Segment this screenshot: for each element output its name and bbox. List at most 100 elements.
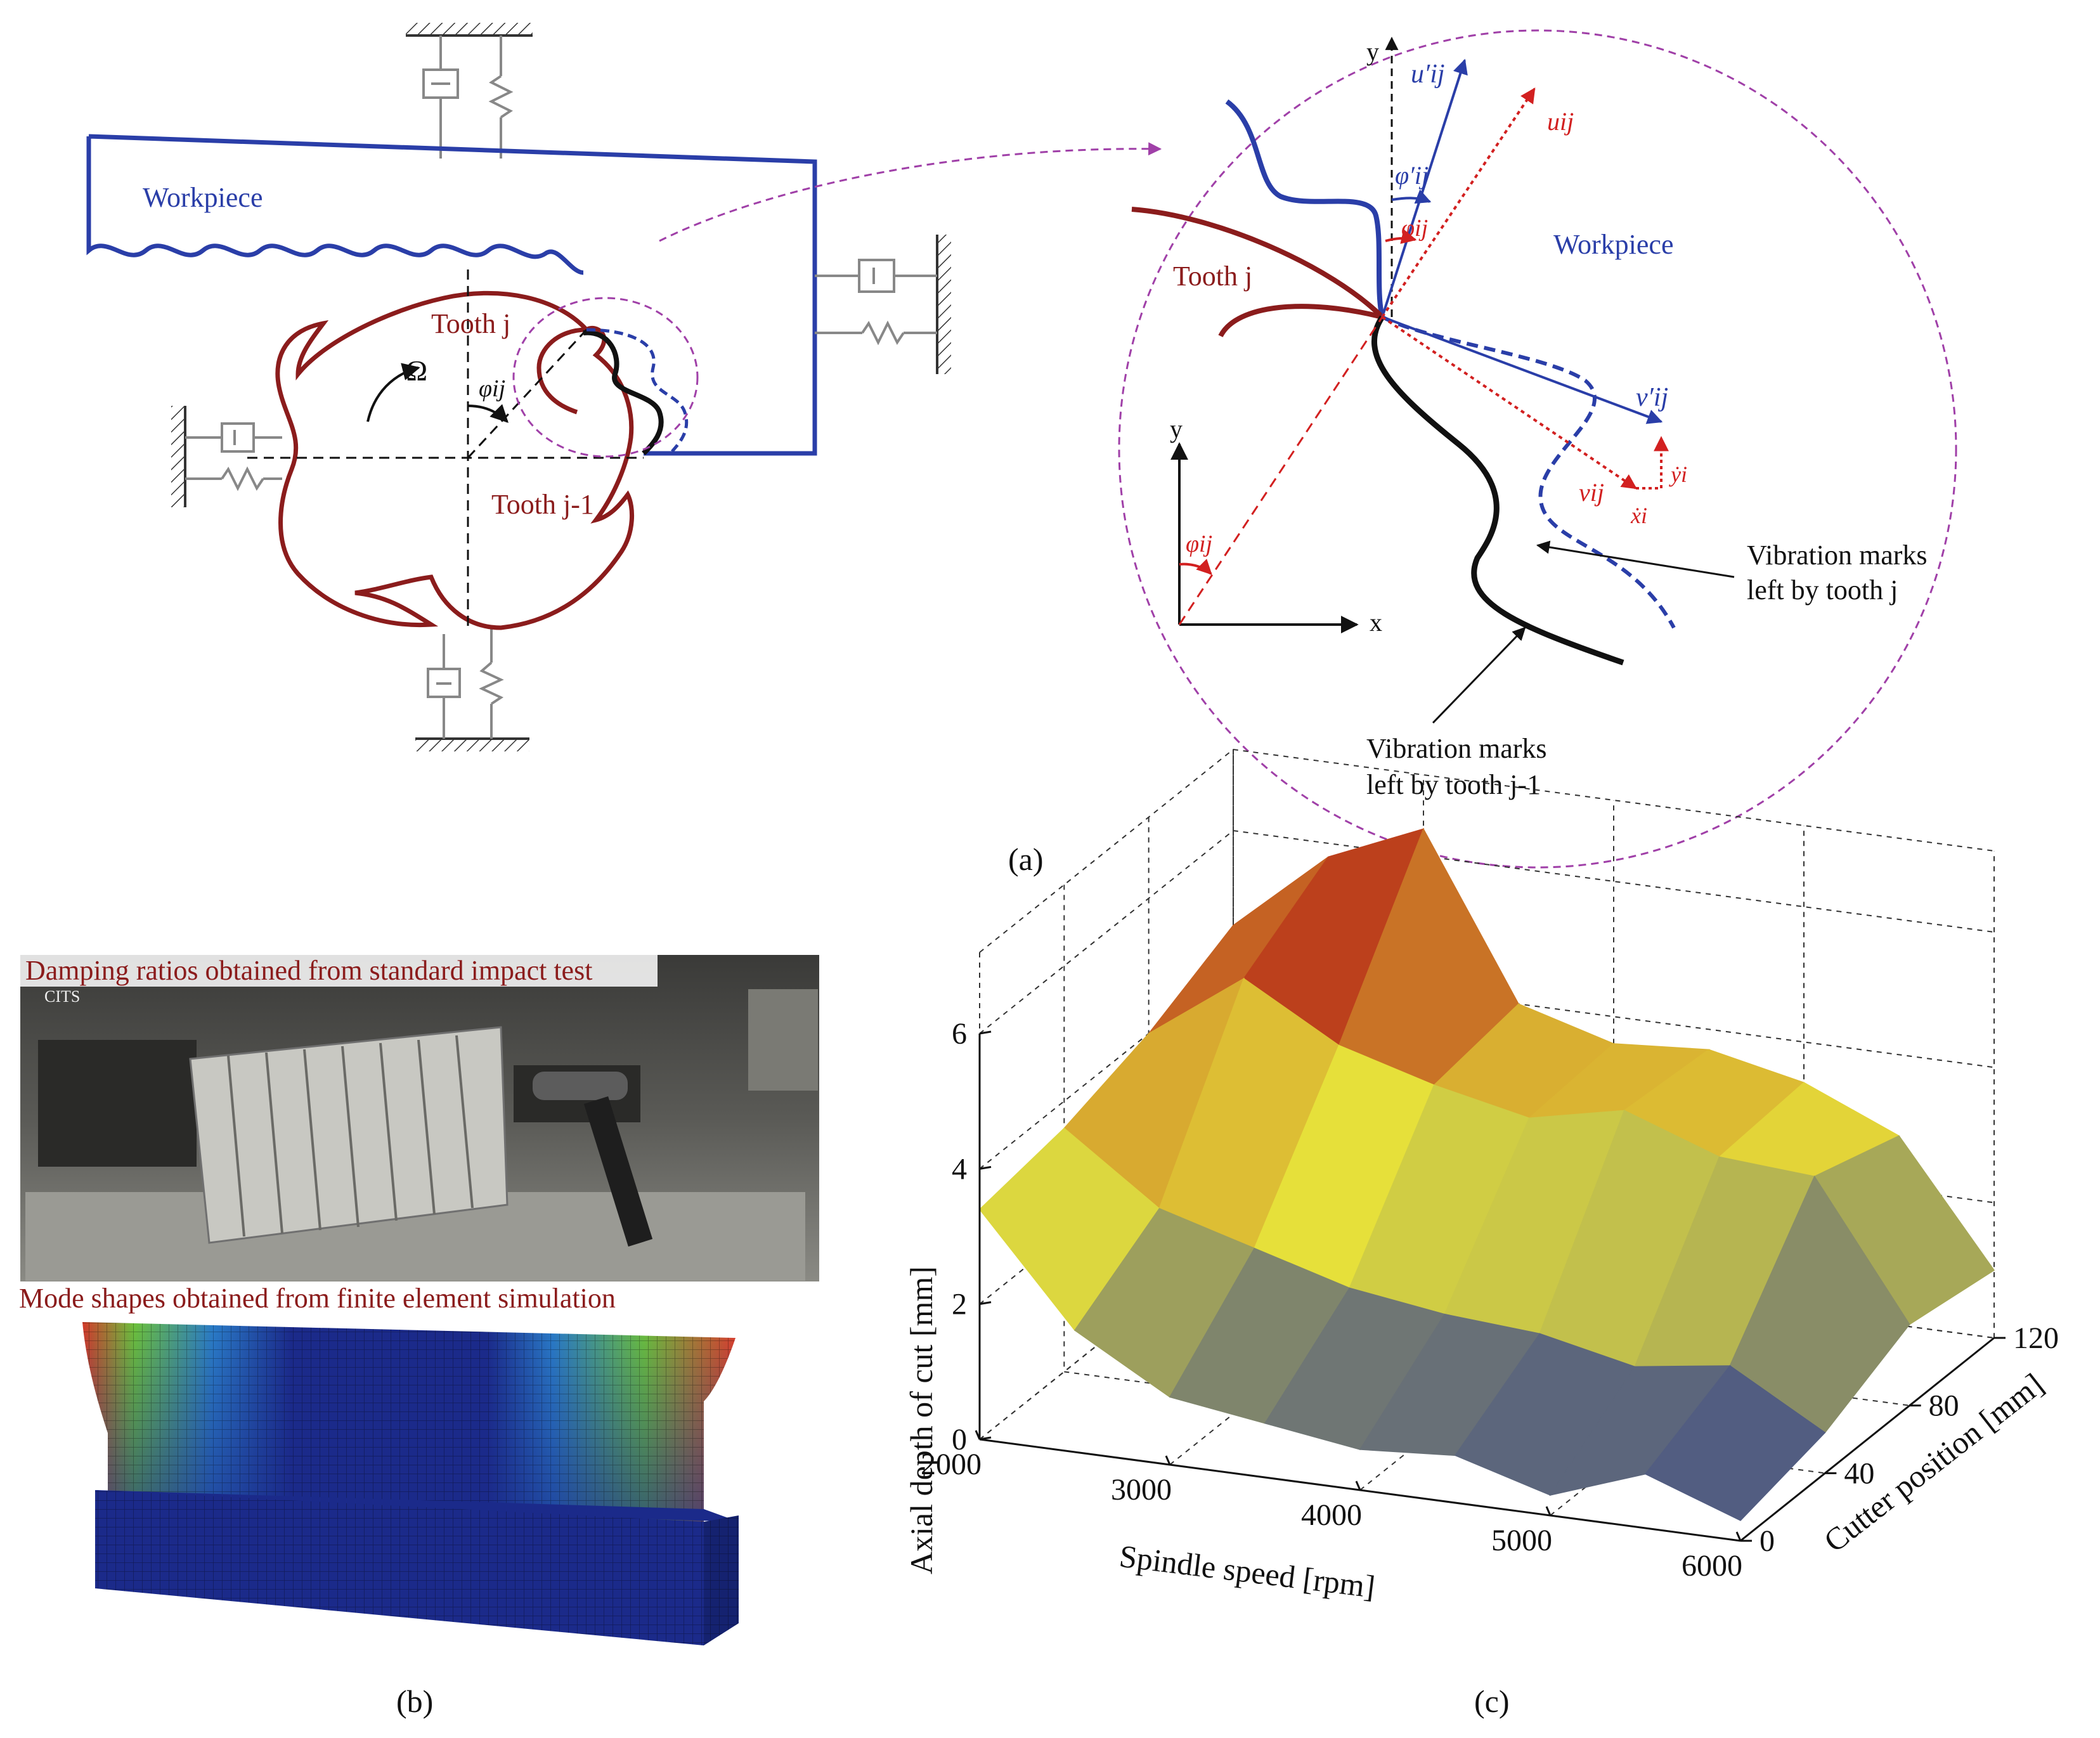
y-dot-label: ẏi [1669,462,1687,487]
photo-label: Damping ratios obtained from standard im… [25,955,592,986]
right-support [815,235,951,374]
caption-a: (a) [1008,841,1044,877]
x-tick-label: 2000 [921,1448,982,1481]
v-prime-label: v′ij [1636,383,1668,412]
x-tick-label: 4000 [1301,1498,1362,1532]
x-dot-label: ẋi [1630,503,1647,528]
y-tick-label: 40 [1844,1456,1874,1490]
note1-pointer [1536,540,1735,578]
note2-line1: Vibration marks [1366,733,1547,764]
bottom-support [415,628,529,751]
workpiece-outline [86,134,817,456]
phi-prime-label: φ′ij [1395,161,1429,190]
workpiece-label: Workpiece [143,182,262,213]
x-tick [1735,1531,1742,1541]
u-label: uij [1547,107,1574,136]
panel-a-zoom: y u′ij uij v′ij vij φ′ij φij ẋi ẏi Workp… [1118,29,1957,869]
z-tick [979,1030,992,1035]
phi-small-arc [1385,229,1417,244]
z-tick [979,1436,992,1441]
note2-pointer [1432,626,1526,724]
cutter-inner-tooth [536,327,587,415]
v-arrow [1381,316,1637,490]
photo-hammer-head [533,1072,628,1100]
z-tick [979,1165,992,1170]
surface-chart: 2000 3000 4000 5000 6000 0 40 80 120 0 2 4 6 [921,748,2059,1583]
x-tick [1355,1481,1361,1491]
surface-patch [1644,1365,1826,1521]
x-axis-label: Spindle speed [rpm] [1117,1538,1377,1605]
fea-model [82,1322,739,1645]
marks-tooth-j-1 [583,330,664,455]
zoom-axis-x-label: x [1370,608,1382,637]
panel-a-schematic: Workpiece [86,23,1162,751]
phi-label: φij [479,375,505,402]
grid-line-z [979,748,1995,953]
v-prime-arrow [1382,316,1663,424]
z-tick-label: 0 [952,1423,967,1456]
zoom-workpiece-label: Workpiece [1553,229,1673,260]
zoom-source-circle [512,297,699,458]
y-tick-label: 0 [1760,1524,1775,1558]
zoom-phi-label: φij [1186,531,1212,557]
cutter-outline [275,290,635,630]
note2-line2: left by tooth j-1 [1366,769,1541,800]
tooth-j-1-label: Tooth j-1 [491,489,594,520]
caption-b: (b) [396,1683,433,1719]
panel-b: CITS Damping ratios obtained from standa… [19,955,819,1645]
zoom-tooth-j-outer [1131,207,1384,319]
zoom-phi-arc [1179,559,1212,575]
x-tick [1165,1455,1171,1465]
x-tick-label: 3000 [1111,1473,1172,1507]
x-tick [975,1430,981,1440]
zoom-phi-line [1178,316,1384,625]
zoom-marks-tooth-j [1381,315,1676,629]
phi-arc [467,404,509,423]
top-support [406,23,533,159]
zoom-marks-tooth-j-1 [1371,315,1624,666]
omega-label: Ω [406,354,427,387]
zoom-connector [659,142,1162,242]
y-axis-line [1740,1337,1995,1542]
photo-fixture-left [38,1040,197,1167]
photo-part-fins [227,1035,474,1237]
photo-chuck [748,989,818,1091]
u-prime-arrow [1381,58,1468,318]
phi-small-label: φij [1401,215,1428,242]
photo-hammer-handle [583,1096,653,1247]
marks-tooth-j [586,328,689,453]
x-tick-label: 6000 [1682,1549,1742,1583]
u-prime-label: u′ij [1411,60,1445,89]
zoom-tooth-j-label: Tooth j [1173,261,1252,292]
sim-label: Mode shapes obtained from finite element… [19,1283,616,1314]
photo-tag: CITS [44,987,80,1006]
tooth-j-label: Tooth j [431,308,510,339]
grid-line-z [979,829,1995,1034]
panel-c: 2000 3000 4000 5000 6000 0 40 80 120 0 2 4 6 Axial d… [904,748,2059,1605]
fea-base-top [95,1490,739,1522]
zoom-tooth-j-inner [1218,304,1383,337]
omega-arrow [366,363,420,422]
phi-prime-arc [1391,189,1432,204]
y-tick-label: 80 [1929,1389,1959,1423]
z-tick-label: 4 [952,1152,967,1186]
u-arrow [1381,88,1536,318]
y-tick-label: 120 [2013,1321,2059,1355]
caption-c: (c) [1474,1683,1510,1719]
z-tick-label: 6 [952,1017,967,1051]
note1-line2: left by tooth j [1747,574,1898,606]
x-tick-label: 5000 [1491,1524,1552,1557]
z-tick [979,1301,992,1306]
vel-corner [1636,436,1669,490]
photo-label-bg [20,955,658,987]
z-tick-label: 2 [952,1288,967,1321]
phi-line [467,328,588,459]
zoom-axis-y-label: y [1170,415,1183,443]
v-label: vij [1579,478,1604,507]
x-tick [1545,1506,1552,1516]
z-axis-label: Axial depth of cut [mm] [904,1266,939,1574]
note1-line1: Vibration marks [1747,540,1928,571]
zoom-circle [1118,29,1957,869]
zoom-y-top-label: y [1366,37,1379,66]
